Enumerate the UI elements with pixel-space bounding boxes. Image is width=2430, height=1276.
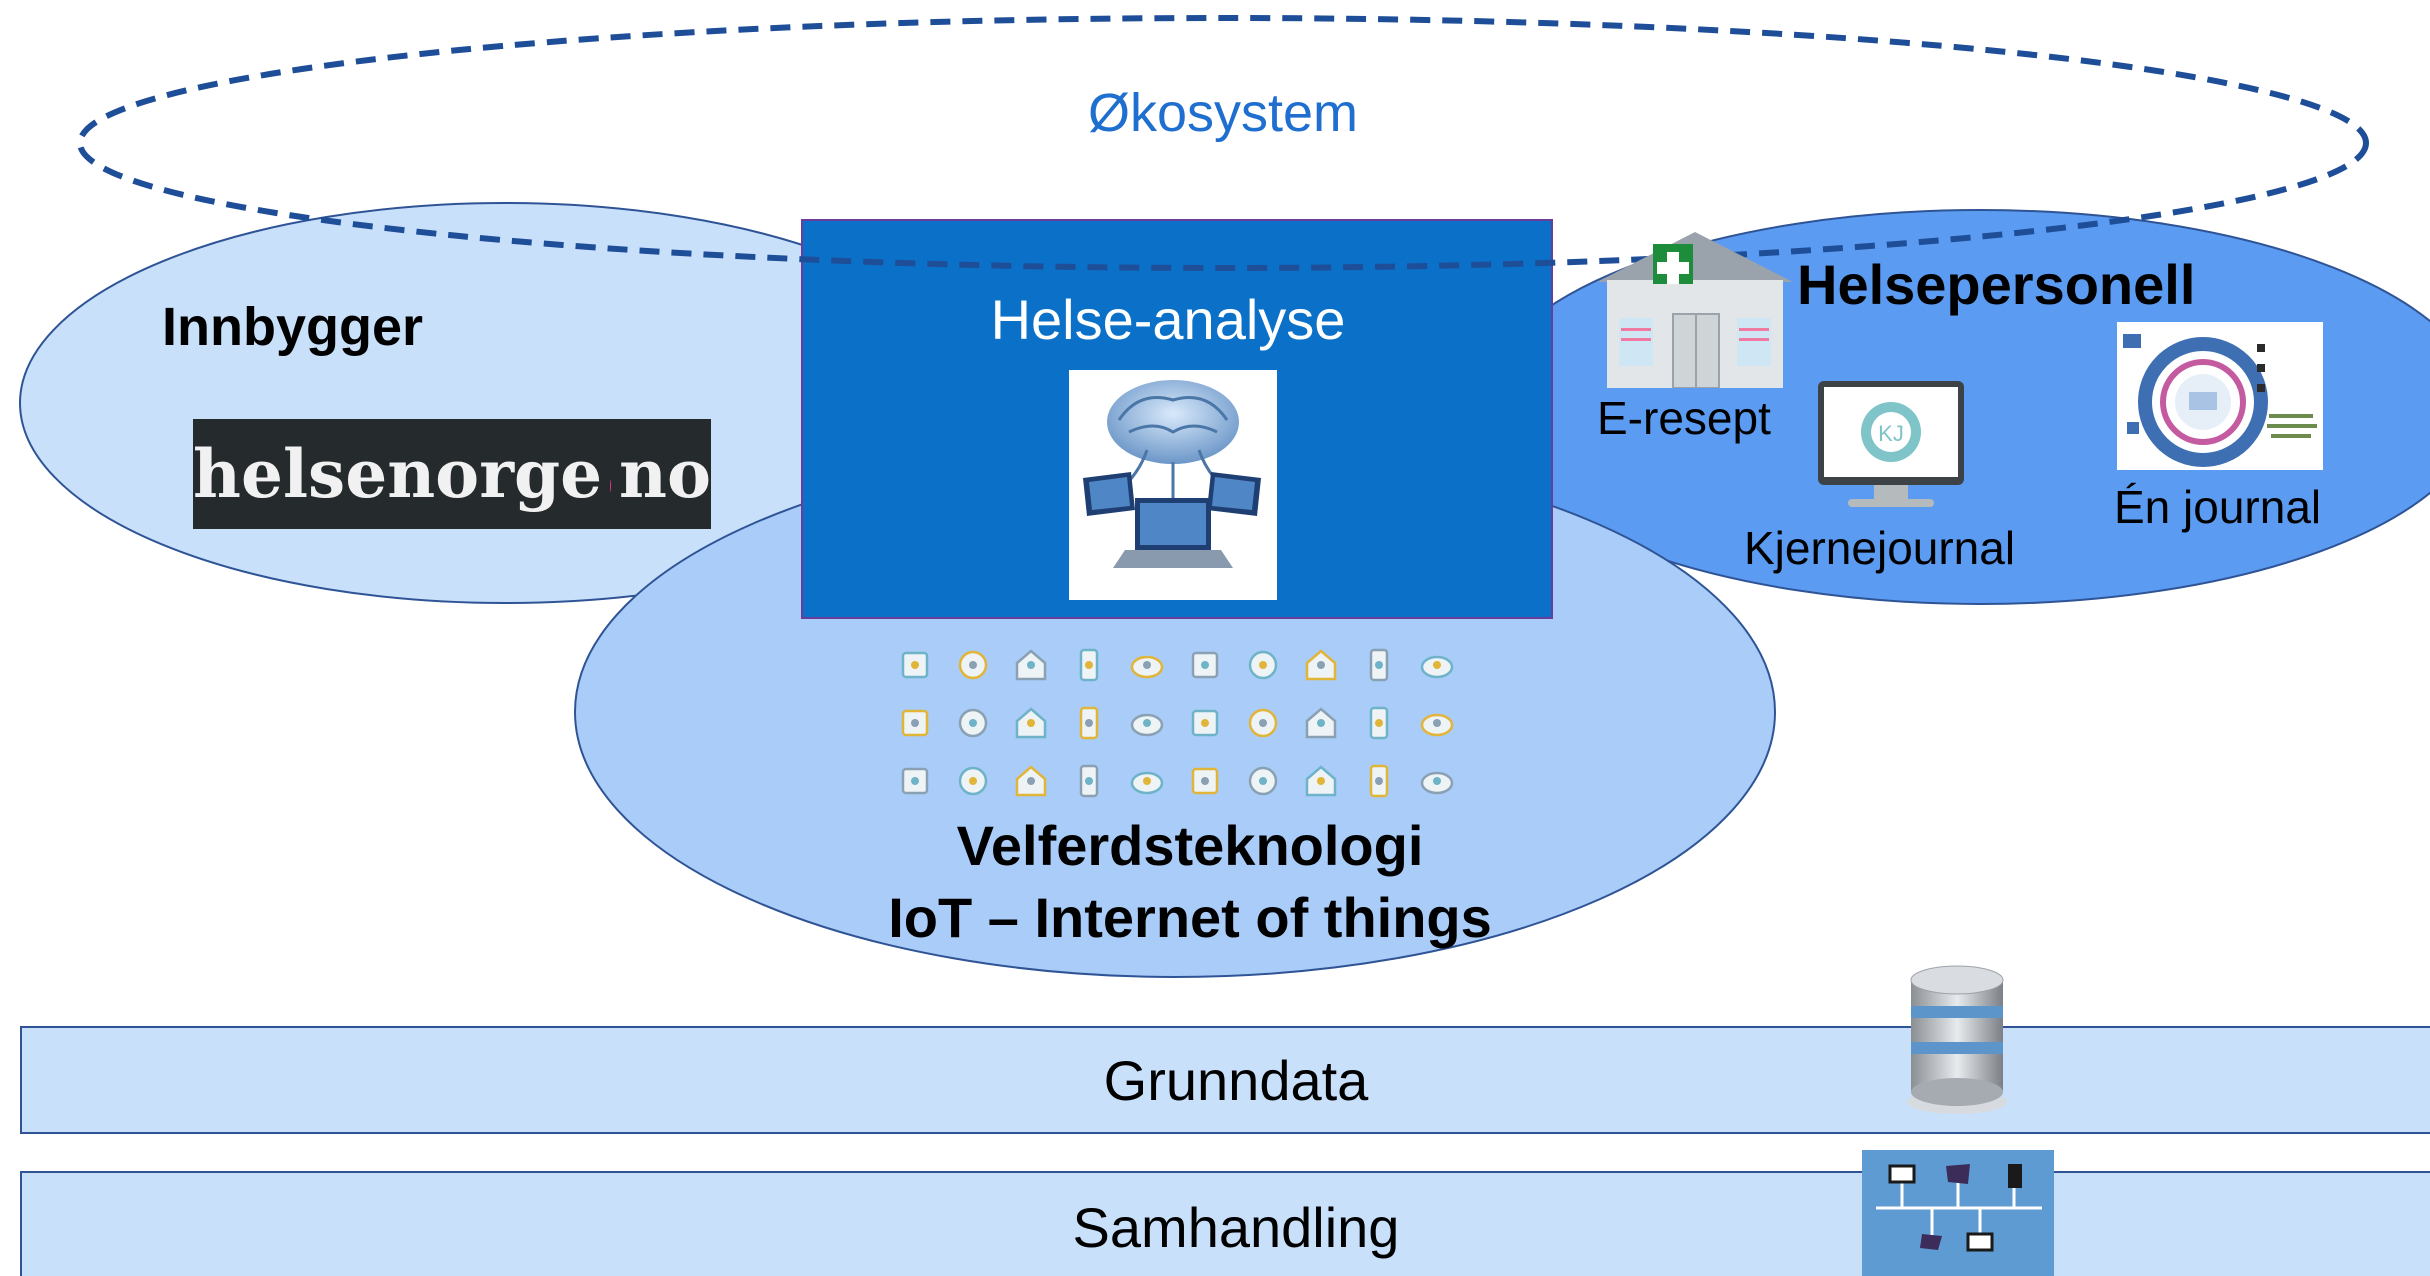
ecosystem-ellipse [77,15,2369,271]
grunndata-label: Grunndata [1103,1049,1369,1112]
iot-title: IoT – Internet of things [888,886,1492,949]
devices-icon [1118,752,1176,810]
health-analysis-title: Helse-analyse [990,288,1346,351]
gamepad-icon [944,694,1002,752]
helsenorge-logo-text-right: no [618,435,711,513]
fridge-icon [1176,694,1234,752]
oven-icon [1350,752,1408,810]
calendar-icon [886,636,944,694]
smart-home-icon [1002,636,1060,694]
database-icon [1899,962,2015,1118]
washer-icon [1408,752,1466,810]
samhandling-label: Samhandling [1072,1196,1400,1259]
e-resept-label: E-resept [1597,392,1771,444]
house-devices-icon [1234,636,1292,694]
brain-laptops-icon [1069,370,1277,600]
compass-icon [1118,636,1176,694]
en-journal-label: Én journal [2114,481,2322,533]
plug-icon [1002,752,1060,810]
smartwatch-icon [886,752,944,810]
welfare-icon-grid [886,636,1466,802]
grunndata-bar [20,1026,2430,1134]
tv-icon [1350,636,1408,694]
bottle-icon [1292,636,1350,694]
gear-globe-icon [1060,752,1118,810]
wristwatch-icon [1002,694,1060,752]
dashboard-icon [1350,694,1408,752]
monitor-kj-icon: KJ [1818,381,1964,511]
watch-icon [1408,636,1466,694]
drone-icon [886,694,944,752]
helsenorge-logo: helsenorge no [193,419,711,529]
welfare-title: Velferdsteknologi [956,814,1424,877]
earth-gamepad-icon [944,752,1002,810]
helsenorge-logo-text-left: helsenorge [193,435,603,513]
smartphone-icon [944,636,1002,694]
network-icon [1862,1150,2054,1276]
health-professional-title: Helsepersonell [1797,253,2196,316]
journal-diagram-icon [2117,322,2323,470]
kjernejournal-label: Kjernejournal [1744,522,2016,574]
chip-icon [1060,636,1118,694]
webcam-icon [1118,694,1176,752]
globe-icon [1176,752,1234,810]
printer-icon [1234,694,1292,752]
helsenorge-logo-dot [610,480,611,492]
cloud-icon [1292,752,1350,810]
vr-headset-icon [1234,752,1292,810]
citizen-title: Innbygger [162,297,424,357]
glasses-icon [1292,694,1350,752]
house-icon [1408,694,1466,752]
pharmacy-icon [1597,232,1793,389]
car-icon [1060,694,1118,752]
svg-text:KJ: KJ [1878,421,1904,446]
cloud-network-icon [1176,636,1234,694]
ecosystem-label: Økosystem [1087,83,1359,143]
